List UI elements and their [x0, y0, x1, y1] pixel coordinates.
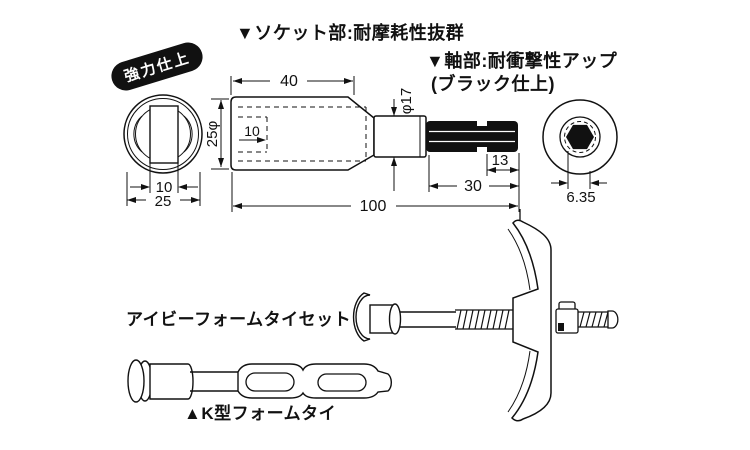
dim-front-od: 25 — [155, 193, 172, 210]
dim-drive-depth: 10 — [244, 123, 260, 139]
dim-slot-width: 10 — [156, 179, 173, 196]
shaft-callout: ▼軸部:耐衝撃性アップ — [426, 51, 618, 71]
form-tie-set-label: アイビーフォームタイセット — [126, 310, 352, 329]
tie-collar — [388, 303, 402, 335]
socket-callout: ▼ソケット部:耐摩耗性抜群 — [236, 23, 465, 43]
hex-hole — [566, 124, 594, 150]
k-type-form-tie-label: ▲K型フォームタイ — [184, 404, 337, 423]
dim-tip-dia: φ17 — [398, 88, 415, 114]
dimensions: 40 25φ 10 φ17 13 — [126, 73, 607, 215]
side-view — [230, 96, 518, 171]
dim-overall-length: 100 — [360, 198, 387, 215]
dim-shank-length: 30 — [464, 178, 482, 195]
k-tie-head — [127, 359, 145, 403]
form-tie-set-drawing — [352, 209, 619, 422]
front-view — [123, 94, 203, 193]
end-view — [542, 99, 618, 175]
cone-washer-plate — [510, 219, 552, 422]
end-outer-circle — [542, 99, 618, 175]
shank-groove-top — [477, 120, 487, 126]
tie-head — [352, 292, 371, 342]
tip-cylinder — [373, 115, 427, 158]
rod-tip — [607, 310, 619, 329]
dim-hex-size: 6.35 — [566, 189, 595, 206]
shaft-sub-callout: (ブラック仕上) — [431, 74, 555, 94]
hex-shank — [426, 121, 518, 152]
dim-socket-od: 25φ — [204, 121, 221, 148]
front-slot — [149, 105, 179, 164]
shank-groove-bottom — [477, 147, 487, 153]
dim-socket-length: 40 — [280, 73, 298, 90]
k-tie-slot-1 — [245, 372, 295, 392]
front-outer-circle — [123, 94, 203, 174]
k-type-form-tie-drawing — [127, 359, 393, 403]
thread-hatch — [456, 309, 510, 330]
dim-groove-length: 13 — [492, 152, 509, 169]
k-tie-slot-2 — [317, 373, 367, 392]
